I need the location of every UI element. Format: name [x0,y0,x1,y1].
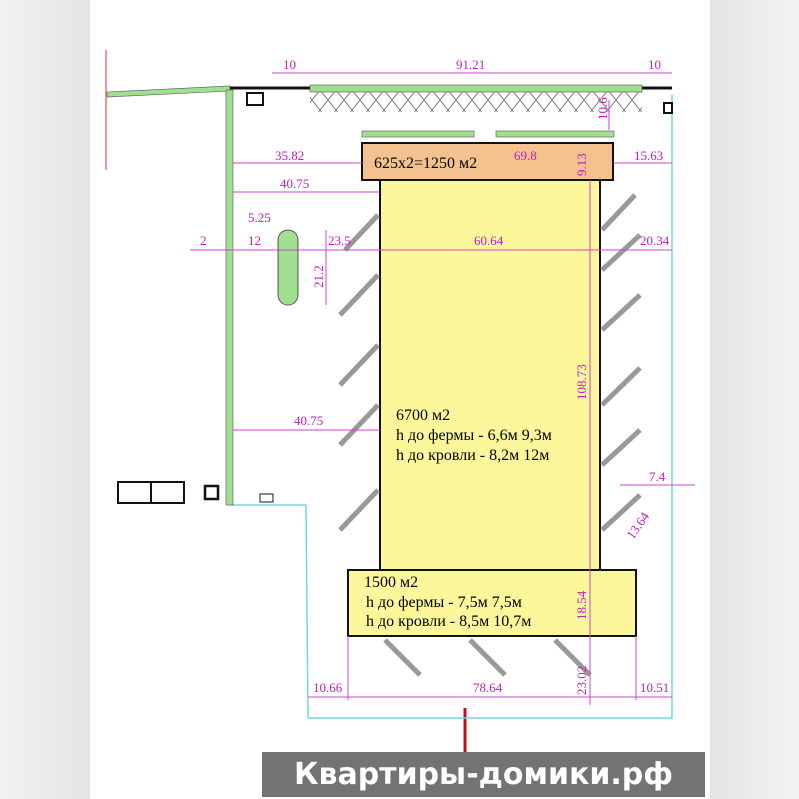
main-roof-height: h до кровли - 8,2м 12м [396,447,549,464]
fence-left [106,85,231,98]
building-lower [347,569,637,637]
dim-10-66: 10.66 [313,680,343,695]
dim-2: 2 [200,233,207,248]
dim-23-02: 23.02 [574,666,589,695]
green-strip-top [309,84,643,93]
main-area-label: 6700 м2 [396,407,450,424]
building-main [379,179,601,571]
dim-108-73: 108.73 [574,364,589,400]
gate-icon [246,92,264,106]
site-boundary [230,95,673,719]
watermark: Квартиры-домики.рф [262,752,705,797]
dim-10-51: 10.51 [640,680,669,695]
dim-18-54: 18.54 [574,590,589,620]
dim-23-5: 23.5 [328,233,351,248]
loading-docks [338,193,642,677]
parking-hatch [310,92,642,112]
dim-9-13: 9.13 [574,153,589,176]
green-island [277,229,299,306]
dim-20-34: 20.34 [640,233,670,248]
gate-right-icon [663,102,673,114]
dim-top-mid: 91.21 [456,57,485,72]
dim-13-64: 13.64 [623,509,652,542]
dim-15-63: 15.63 [634,148,663,163]
dim-7-4: 7.4 [649,469,666,484]
dim-35-82: 35.82 [275,148,304,163]
dim-top-left: 10 [283,57,296,72]
main-truss-height: h до фермы - 6,6м 9,3м [396,427,552,444]
dim-60-64: 60.64 [474,233,504,248]
dim-5-25: 5.25 [248,210,271,225]
dim-gap-top: 10.6 [595,97,610,120]
blurred-margin-right [710,0,799,799]
structure-small [259,493,274,503]
structure-box [117,481,152,504]
dim-78-64: 78.64 [473,680,503,695]
green-strip-left [225,89,234,506]
upper-area-label: 625x2=1250 м2 [374,155,477,172]
lower-area-label: 1500 м2 [364,574,418,591]
dim-40-75-mid: 40.75 [294,413,323,428]
dim-69-8: 69.8 [514,148,537,163]
building-upper [361,142,614,181]
lower-truss-height: h до фермы - 7,5м 7,5м [366,594,522,611]
dim-21-2: 21.2 [311,265,326,288]
structure-square [203,484,220,501]
green-strip [361,130,475,138]
structure-box [150,481,185,504]
dim-40-75-top: 40.75 [280,176,309,191]
blurred-margin-left [0,0,90,799]
lower-roof-height: h до кровли - 8,5м 10,7м [366,613,531,630]
green-strip [495,130,615,138]
dim-12: 12 [248,233,261,248]
dimension-lines [190,72,695,705]
dim-top-right: 10 [648,57,661,72]
